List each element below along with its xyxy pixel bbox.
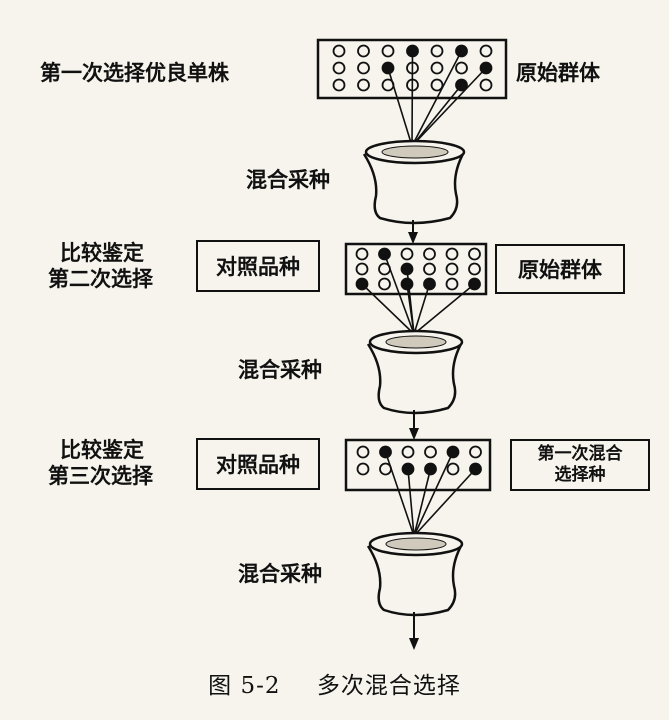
step1-plant	[381, 44, 395, 58]
step2-plant	[445, 247, 459, 261]
step2-source-label: 原始群体	[518, 258, 602, 282]
step2-source-box: 原始群体	[495, 244, 625, 294]
step3-plant	[469, 445, 482, 459]
step1-plant	[479, 78, 493, 92]
step1-plant	[357, 61, 370, 75]
step2-label-line1: 比较鉴定	[60, 241, 144, 265]
step2-plant	[445, 277, 459, 291]
step1-selection-line	[411, 84, 463, 147]
step1-plant	[332, 44, 346, 58]
step2-plant	[468, 247, 481, 261]
step1-plant	[430, 78, 444, 92]
step1-selection-line	[411, 50, 414, 147]
step3-plant	[446, 462, 460, 476]
figure-number: 图 5-2	[208, 673, 281, 699]
step1-selection-line	[411, 67, 487, 147]
step3-selection-line	[413, 451, 454, 537]
step2-bag-seeds	[385, 335, 447, 349]
step2-plant	[445, 262, 459, 276]
step2-selection-line	[383, 253, 415, 335]
figure-title: 多次混合选择	[316, 673, 461, 699]
step2-plant	[423, 247, 436, 261]
step2-plant	[423, 262, 436, 276]
step1-label: 第一次选择优良单株	[40, 61, 229, 85]
step3-plant	[356, 462, 370, 476]
step1-seed-bag	[362, 151, 466, 225]
step1-plant	[479, 44, 493, 58]
figure-caption: 图 5-2 多次混合选择	[0, 666, 669, 700]
step1-plant	[357, 44, 370, 58]
step1-source-label: 原始群体	[516, 61, 600, 85]
step3-source-line2: 选择种	[554, 465, 606, 485]
step3-selection-line	[413, 468, 432, 537]
step1-arrow-head	[408, 232, 418, 244]
step2-seed-bag	[366, 341, 464, 415]
step3-label-line1: 比较鉴定	[60, 438, 144, 462]
step3-arrow-head	[409, 638, 419, 650]
step3-plant	[356, 445, 370, 459]
step3-selection-line	[384, 451, 415, 537]
step2-label-line2: 第二次选择	[48, 267, 153, 291]
step1-selection-line	[387, 67, 413, 147]
step3-selection-line	[413, 468, 477, 537]
step3-bag-seeds	[385, 537, 447, 551]
step3-plant	[424, 445, 437, 459]
step1-plant	[357, 78, 370, 92]
step1-plant	[455, 61, 468, 75]
step1-plant	[430, 61, 444, 75]
step2-control-box: 对照品种	[196, 240, 320, 292]
step3-field-box	[344, 438, 492, 492]
step3-source-line1: 第一次混合	[537, 444, 623, 464]
step2-selection-line	[406, 283, 415, 335]
step3-source-box: 第一次混合 选择种	[510, 439, 650, 491]
step2-mix-label: 混合采种	[238, 358, 322, 382]
step2-arrow-head	[409, 428, 419, 440]
step2-plant	[355, 247, 369, 261]
step1-plant	[332, 78, 346, 92]
step2-selection-line	[361, 283, 415, 335]
step3-mix-label: 混合采种	[238, 562, 322, 586]
step3-seed-bag	[366, 543, 464, 617]
step2-plant	[468, 262, 481, 276]
step2-selection-line	[413, 283, 476, 335]
step3-control-label: 对照品种	[216, 453, 300, 477]
step3-plant	[401, 445, 415, 459]
step1-plant	[430, 44, 444, 58]
step3-control-box: 对照品种	[196, 438, 320, 490]
step2-plant	[400, 247, 414, 261]
step2-control-label: 对照品种	[216, 255, 300, 279]
step1-selection-line	[411, 50, 463, 147]
step3-label-line2: 第三次选择	[48, 464, 153, 488]
step2-plant	[378, 277, 391, 291]
step1-bag-seeds	[381, 145, 449, 159]
step1-mix-label: 混合采种	[246, 168, 330, 192]
step2-plant	[355, 262, 369, 276]
step3-selection-line	[407, 468, 415, 537]
step2-field-box	[344, 242, 488, 296]
step2-selection-line	[413, 283, 431, 335]
step1-plant	[332, 61, 346, 75]
